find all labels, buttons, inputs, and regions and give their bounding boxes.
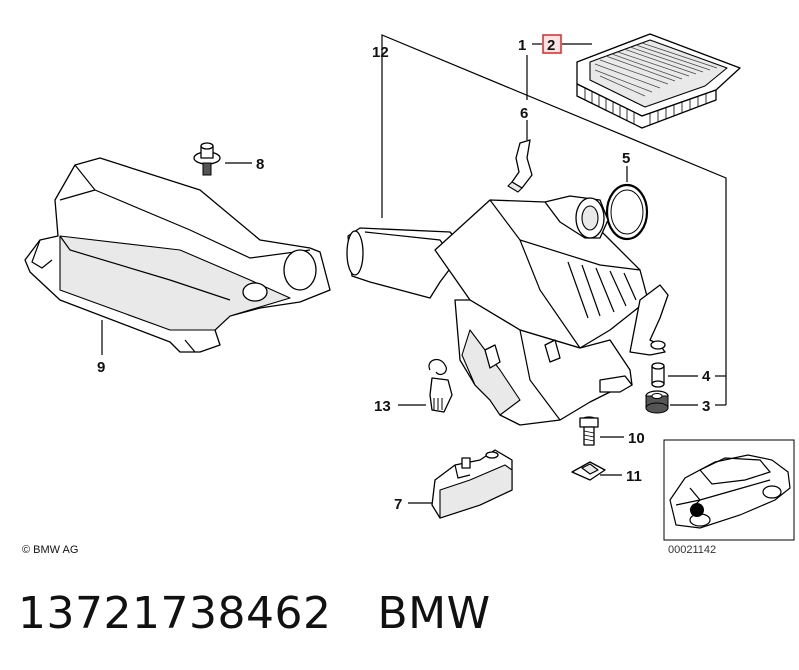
part-caption: 13721738462 BMW xyxy=(18,588,491,639)
clip-part-6 xyxy=(507,139,533,193)
callout-labels: 1 2 3 4 5 6 7 8 9 10 11 12 13 xyxy=(97,34,711,513)
copyright-text: © BMW AG xyxy=(22,544,78,556)
parts-diagram: 1 2 3 4 5 6 7 8 9 10 11 12 13 © BMW AG 0… xyxy=(22,33,795,556)
sensor-part-13 xyxy=(428,358,453,413)
brand-name: BMW xyxy=(377,588,491,639)
callout-12[interactable]: 12 xyxy=(372,44,389,61)
callout-1[interactable]: 1 xyxy=(518,37,526,54)
diagram-reference: 00021142 xyxy=(668,544,716,556)
air-box-housing xyxy=(346,195,669,426)
air-filter-element xyxy=(576,33,741,129)
callout-13[interactable]: 13 xyxy=(374,398,391,415)
callout-10[interactable]: 10 xyxy=(628,430,645,447)
part-number: 13721738462 xyxy=(18,588,332,639)
locator-inset: 00021142 xyxy=(663,439,795,556)
callout-8[interactable]: 8 xyxy=(256,156,264,173)
callout-9[interactable]: 9 xyxy=(97,359,105,376)
rubber-mount-part-3 xyxy=(645,390,669,414)
callout-3[interactable]: 3 xyxy=(702,398,710,415)
bushing-part-4 xyxy=(651,362,665,388)
callout-2-highlight-box xyxy=(542,34,562,54)
leader-lines xyxy=(101,34,727,504)
air-duct-part-9 xyxy=(24,157,331,353)
callout-4[interactable]: 4 xyxy=(702,368,711,385)
callout-11[interactable]: 11 xyxy=(626,468,642,485)
rivet-part-8 xyxy=(193,142,221,176)
callout-7[interactable]: 7 xyxy=(394,496,402,513)
callout-5[interactable]: 5 xyxy=(622,150,630,167)
o-ring-part-5 xyxy=(605,183,649,241)
callout-2[interactable]: 2 xyxy=(547,37,555,54)
location-marker-icon xyxy=(690,503,704,517)
callout-6[interactable]: 6 xyxy=(520,105,528,122)
nut-clip-part-11 xyxy=(571,461,606,481)
bolt-part-10 xyxy=(579,416,599,446)
bracket-part-7 xyxy=(431,449,513,519)
